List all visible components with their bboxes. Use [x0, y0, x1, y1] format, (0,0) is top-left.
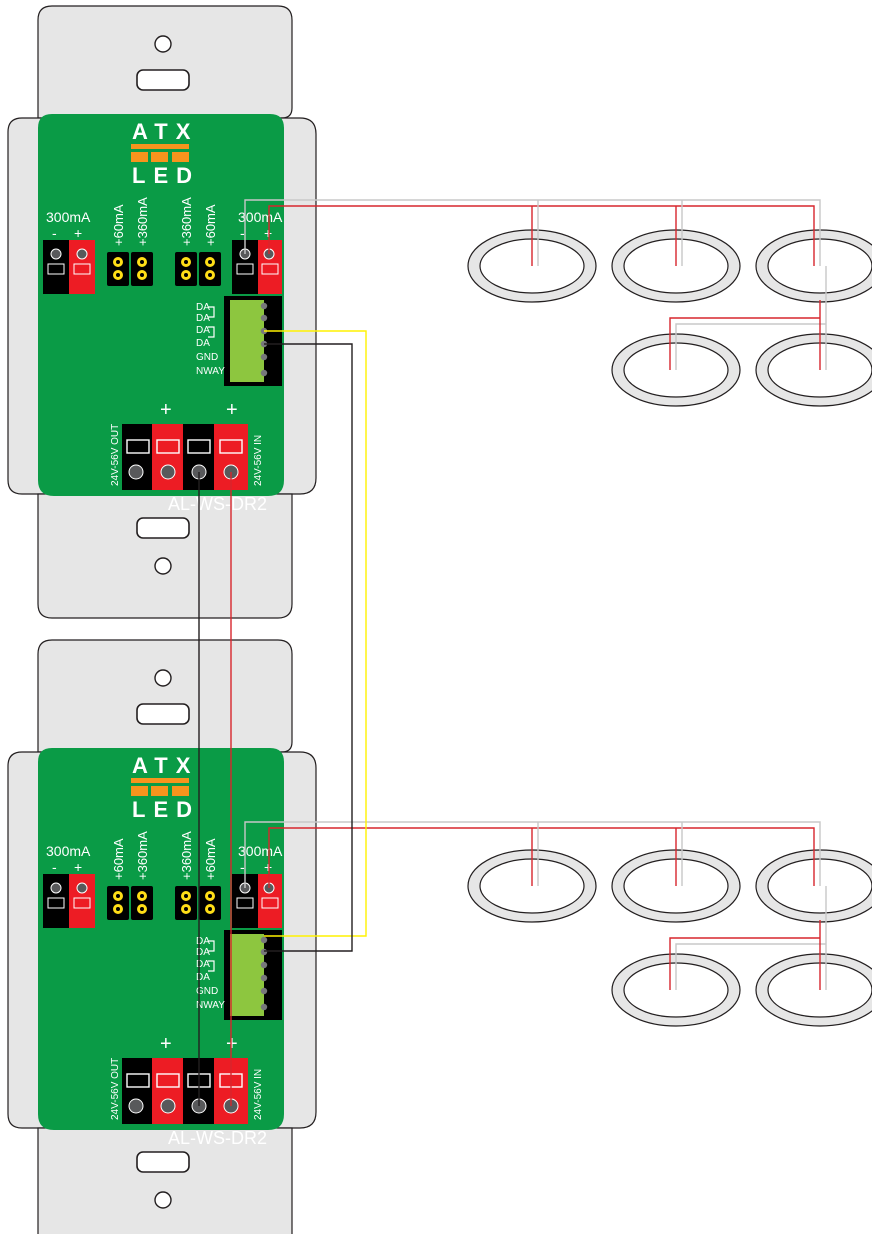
jumper-label-3: +360mA: [179, 197, 194, 246]
dali-pin-3: DA: [196, 959, 210, 970]
wire-gray-top: [244, 199, 821, 266]
jumper-label-3: +360mA: [179, 831, 194, 880]
wire-red-top: [268, 205, 815, 266]
dali-pin-gnd: GND: [196, 986, 218, 997]
left-output-label: 300mA: [46, 209, 91, 225]
wire-gray-top-branch: [675, 266, 827, 370]
driver-top: ATX LED 300mA - + 300mA - + +60mA +360mA…: [7, 5, 317, 619]
dali-pin-1: DA: [196, 302, 210, 313]
power-plus-in: +: [226, 1033, 238, 1055]
dali-pin-2: DA: [196, 947, 210, 958]
logo-atx: ATX: [132, 119, 198, 144]
fixture-icon: [755, 953, 872, 1027]
right-output-minus: -: [240, 225, 245, 241]
jumper-label-2: +360mA: [135, 831, 150, 880]
left-output-plus: +: [74, 225, 82, 241]
dali-pin-4: DA: [196, 972, 210, 983]
model-label: AL-WS-DR2: [168, 1128, 267, 1148]
right-output-minus: -: [240, 859, 245, 875]
driver-board: [7, 639, 317, 1234]
dali-pin-nway: NWAY: [196, 366, 225, 377]
jumper-label-4: +60mA: [203, 204, 218, 246]
power-out-label: 24V-56V OUT: [110, 1058, 121, 1120]
wire-red-bottom: [268, 827, 815, 888]
right-output-label: 300mA: [238, 843, 283, 859]
dali-pin-3: DA: [196, 325, 210, 336]
wire-red-top-branch: [669, 300, 821, 370]
jumper-label-4: +60mA: [203, 838, 218, 880]
fixture-icon: [755, 333, 872, 407]
driver-bottom: ATX LED 300mA - + 300mA - + +60mA +360mA…: [7, 639, 317, 1234]
power-in-label: 24V-56V IN: [253, 1069, 264, 1120]
power-plus-out: +: [160, 1033, 172, 1055]
wiring: [198, 199, 827, 1106]
driver-board: [7, 5, 317, 619]
wire-dali-black: [264, 343, 353, 952]
jumper-label-1: +60mA: [111, 838, 126, 880]
jumper-label-2: +360mA: [135, 197, 150, 246]
dali-pin-2: DA: [196, 313, 210, 324]
wire-gray-bottom-branch: [675, 886, 827, 990]
wire-red-bottom-branch: [669, 920, 821, 990]
left-output-plus: +: [74, 859, 82, 875]
dali-pin-1: DA: [196, 936, 210, 947]
left-output-label: 300mA: [46, 843, 91, 859]
power-plus-in: +: [226, 399, 238, 421]
wire-gray-bottom: [244, 821, 821, 888]
left-output-minus: -: [52, 859, 57, 875]
right-output-plus: +: [264, 225, 272, 241]
model-label: AL-WS-DR2: [168, 494, 267, 514]
power-out-label: 24V-56V OUT: [110, 424, 121, 486]
left-output-minus: -: [52, 225, 57, 241]
wire-dali-yellow: [264, 330, 367, 937]
dali-pin-gnd: GND: [196, 352, 218, 363]
right-output-plus: +: [264, 859, 272, 875]
power-plus-out: +: [160, 399, 172, 421]
logo-led: LED: [132, 797, 200, 822]
logo-atx: ATX: [132, 753, 198, 778]
dali-pin-4: DA: [196, 338, 210, 349]
jumper-label-1: +60mA: [111, 204, 126, 246]
logo-led: LED: [132, 163, 200, 188]
power-in-label: 24V-56V IN: [253, 435, 264, 486]
dali-pin-nway: NWAY: [196, 1000, 225, 1011]
right-output-label: 300mA: [238, 209, 283, 225]
